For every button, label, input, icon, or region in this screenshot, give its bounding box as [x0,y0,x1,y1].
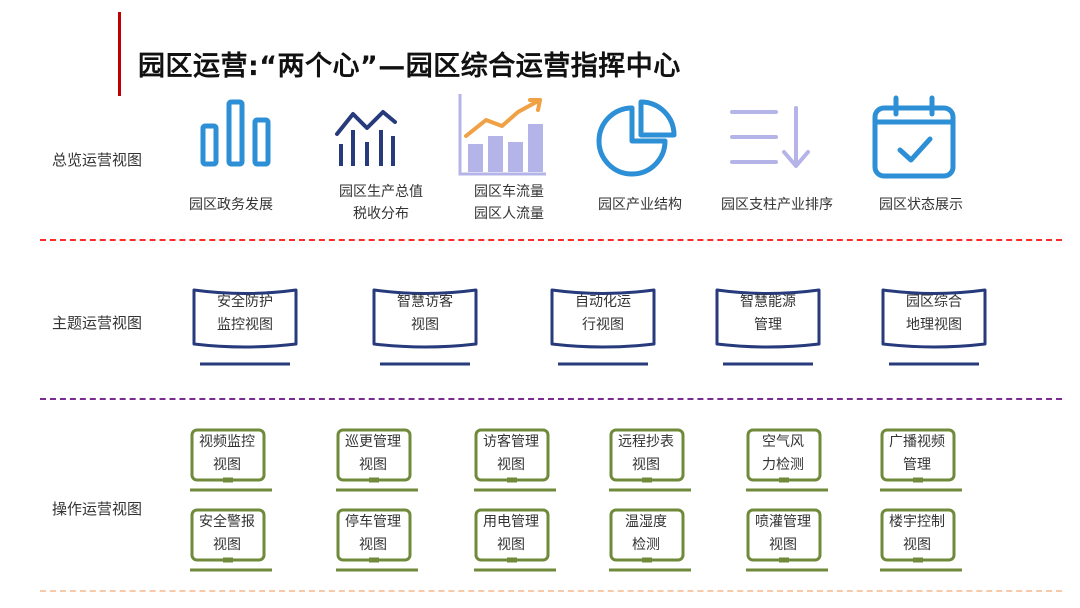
operation-monitor-bottom-3[interactable]: 用电管理视图 [474,508,556,574]
operation-monitor-top-5[interactable]: 空气风力检测 [746,428,828,494]
pie-chart-icon [596,99,677,177]
operation-monitor-top-6[interactable]: 广播视频管理 [880,428,962,494]
overview-label-5: 园区支柱产业排序 [721,197,833,213]
theme-screen-2[interactable]: 智慧访客视图 [370,286,480,366]
overview-label-3: 园区车流量 园区人流量 [474,184,544,222]
row-label-operation: 操作运营视图 [52,500,143,518]
operation-monitor-top-4[interactable]: 远程抄表视图 [609,428,691,494]
page-title: 园区运营:“两个心”—园区综合运营指挥中心 [138,51,681,82]
theme-screen-4[interactable]: 智慧能源管理 [713,286,823,366]
theme-screen-3[interactable]: 自动化运行视图 [548,286,658,366]
row-label-theme: 主题运营视图 [52,314,143,332]
sort-descending-icon [730,106,810,168]
bar-line-chart-icon [458,94,546,176]
bar-chart-icon [200,99,271,167]
overview-label-4: 园区产业结构 [598,197,682,213]
overview-label-1: 园区政务发展 [189,197,273,213]
overview-label-2: 园区生产总值 税收分布 [339,184,423,222]
calendar-check-icon [872,95,956,179]
operation-monitor-bottom-4[interactable]: 温湿度检测 [609,508,691,574]
title-accent-bar [118,12,121,96]
theme-screen-1[interactable]: 安全防护监控视图 [190,286,300,366]
operation-monitor-top-1[interactable]: 视频监控视图 [190,428,272,494]
operation-monitor-bottom-2[interactable]: 停车管理视图 [336,508,418,574]
separator-purple [40,398,1062,400]
operation-monitor-bottom-5[interactable]: 喷灌管理视图 [746,508,828,574]
operation-monitor-bottom-1[interactable]: 安全警报视图 [190,508,272,574]
operation-monitor-top-3[interactable]: 访客管理视图 [474,428,556,494]
operation-monitor-top-2[interactable]: 巡更管理视图 [336,428,418,494]
operation-monitor-bottom-6[interactable]: 楼宇控制视图 [880,508,962,574]
overview-label-6: 园区状态展示 [879,197,963,213]
separator-red [40,239,1062,241]
row-label-overview: 总览运营视图 [52,151,143,169]
separator-orange [40,590,1062,592]
theme-screen-5[interactable]: 园区综合地理视图 [879,286,989,366]
trend-chart-icon [335,110,397,166]
